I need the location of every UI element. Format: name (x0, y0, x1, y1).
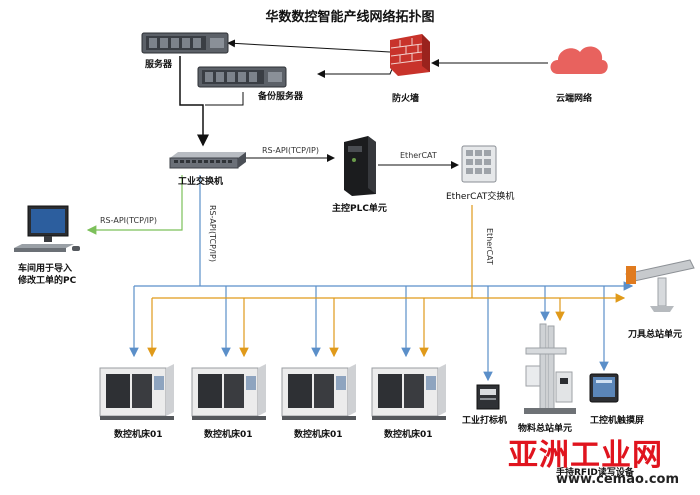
touchscreen-label: 工控机触摸屏 (590, 416, 645, 426)
cnc-machine-2-icon (191, 364, 266, 420)
link-firewall-backup (317, 61, 396, 78)
cnc-machine-3-icon (281, 364, 356, 420)
link-server-switch (179, 56, 209, 147)
link-firewall-server (227, 39, 391, 53)
label-ethercat-bus: EtherCAT (485, 228, 494, 265)
link-backup-switch (205, 92, 244, 106)
tool-station-icon (625, 259, 695, 312)
pc-label-line1: 车间用于导入 (18, 264, 73, 274)
label-plc-ethercat: EtherCAT (400, 151, 437, 160)
label-switch-pc: RS-API(TCP/IP) (100, 216, 157, 225)
cloud-label: 云端网络 (556, 94, 593, 104)
server-icon (141, 32, 229, 54)
cnc-4-label: 数控机床01 (384, 430, 433, 440)
diagram-title: 华数数控智能产线网络拓扑图 (265, 10, 435, 25)
firewall-icon (390, 34, 430, 76)
backup-server-label: 备份服务器 (258, 92, 304, 102)
firewall-label: 防火墙 (392, 94, 420, 104)
plc-label: 主控PLC单元 (332, 204, 387, 214)
cnc-3-label: 数控机床01 (294, 430, 343, 440)
rfid-label: 手持RFID读写设备 (556, 468, 634, 478)
backup-server-icon (197, 66, 287, 88)
label-printer-icon (476, 384, 500, 410)
label-switch-plc: RS-API(TCP/IP) (262, 146, 319, 155)
watermark-url: www.cemao.com (556, 472, 680, 487)
watermark-brand: 亚洲工业网 (508, 438, 663, 473)
link-switch-pc (86, 175, 183, 235)
material-station-icon (524, 323, 576, 414)
server-label: 服务器 (145, 60, 173, 70)
ethercat-switch-icon (461, 145, 497, 183)
material-station-label: 物料总站单元 (518, 424, 573, 434)
industrial-switch-icon (169, 152, 246, 169)
cnc-2-label: 数控机床01 (204, 430, 253, 440)
cnc-1-label: 数控机床01 (114, 430, 163, 440)
tool-station-label: 刀具总站单元 (628, 330, 683, 340)
cnc-machine-4-icon (371, 364, 446, 420)
cnc-machine-1-icon (99, 364, 174, 420)
cloud-icon (550, 46, 608, 74)
touchscreen-icon (589, 373, 619, 403)
industrial-switch-label: 工业交换机 (178, 177, 224, 187)
plc-icon (344, 136, 376, 196)
printer-label: 工业打标机 (462, 416, 508, 426)
pc-label-line2: 修改工单的PC (18, 276, 77, 286)
label-switch-bus: RS-API(TCP/IP) (208, 205, 217, 262)
workshop-pc-icon (14, 205, 80, 252)
ethercat-switch-label: EtherCAT交换机 (446, 192, 515, 202)
